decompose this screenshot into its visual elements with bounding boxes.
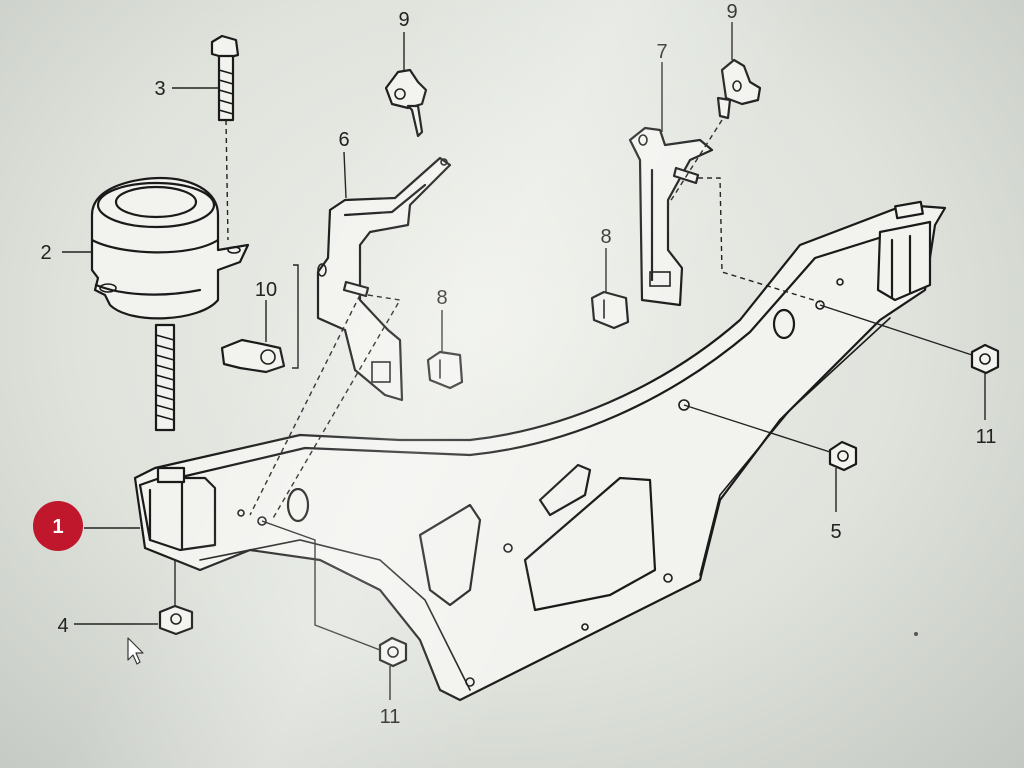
clip-9-right[interactable] xyxy=(667,58,762,206)
nut-4[interactable] xyxy=(158,560,194,636)
nut-5[interactable] xyxy=(683,404,858,472)
selected-callout-marker xyxy=(33,501,83,551)
callout-label-2[interactable]: 2 xyxy=(40,242,51,264)
mouse-pointer-icon xyxy=(127,637,144,665)
mount-bolt[interactable] xyxy=(210,34,240,241)
callout-labels: 2 3 4 5 6 7 8 8 9 9 10 11 11 xyxy=(40,1,996,728)
nut-11-right[interactable] xyxy=(819,304,1000,375)
fastener-10[interactable] xyxy=(220,264,299,374)
callout-label-10[interactable]: 10 xyxy=(255,279,277,301)
speck xyxy=(914,632,918,636)
callout-label-4[interactable]: 4 xyxy=(57,615,68,637)
bracket-7[interactable] xyxy=(628,126,714,307)
bracket-6[interactable] xyxy=(316,156,452,402)
callout-label-11-right[interactable]: 11 xyxy=(976,426,997,448)
callout-label-8-left[interactable]: 8 xyxy=(436,287,447,309)
callout-label-9-left[interactable]: 9 xyxy=(398,9,409,31)
callout-1-selected[interactable]: 1 xyxy=(33,501,83,551)
callout-label-8-right[interactable]: 8 xyxy=(600,226,611,248)
subframe-crossmember[interactable] xyxy=(133,200,947,702)
callout-label-5[interactable]: 5 xyxy=(830,521,841,543)
nut-11-bottom[interactable] xyxy=(261,520,408,668)
callout-label-11-bottom[interactable]: 11 xyxy=(380,706,401,728)
clip-9-left[interactable] xyxy=(384,68,428,138)
stud-6[interactable] xyxy=(249,280,402,521)
leader-lines xyxy=(62,22,986,700)
clip-8-left[interactable] xyxy=(426,350,464,390)
callout-label-3[interactable]: 3 xyxy=(154,78,165,100)
callout-label-6[interactable]: 6 xyxy=(338,129,349,151)
callout-label-1: 1 xyxy=(52,516,63,538)
clip-8-right[interactable] xyxy=(590,290,630,330)
engine-mount[interactable] xyxy=(90,176,250,432)
callout-label-7[interactable]: 7 xyxy=(656,41,667,63)
callout-label-9-right[interactable]: 9 xyxy=(726,1,737,23)
